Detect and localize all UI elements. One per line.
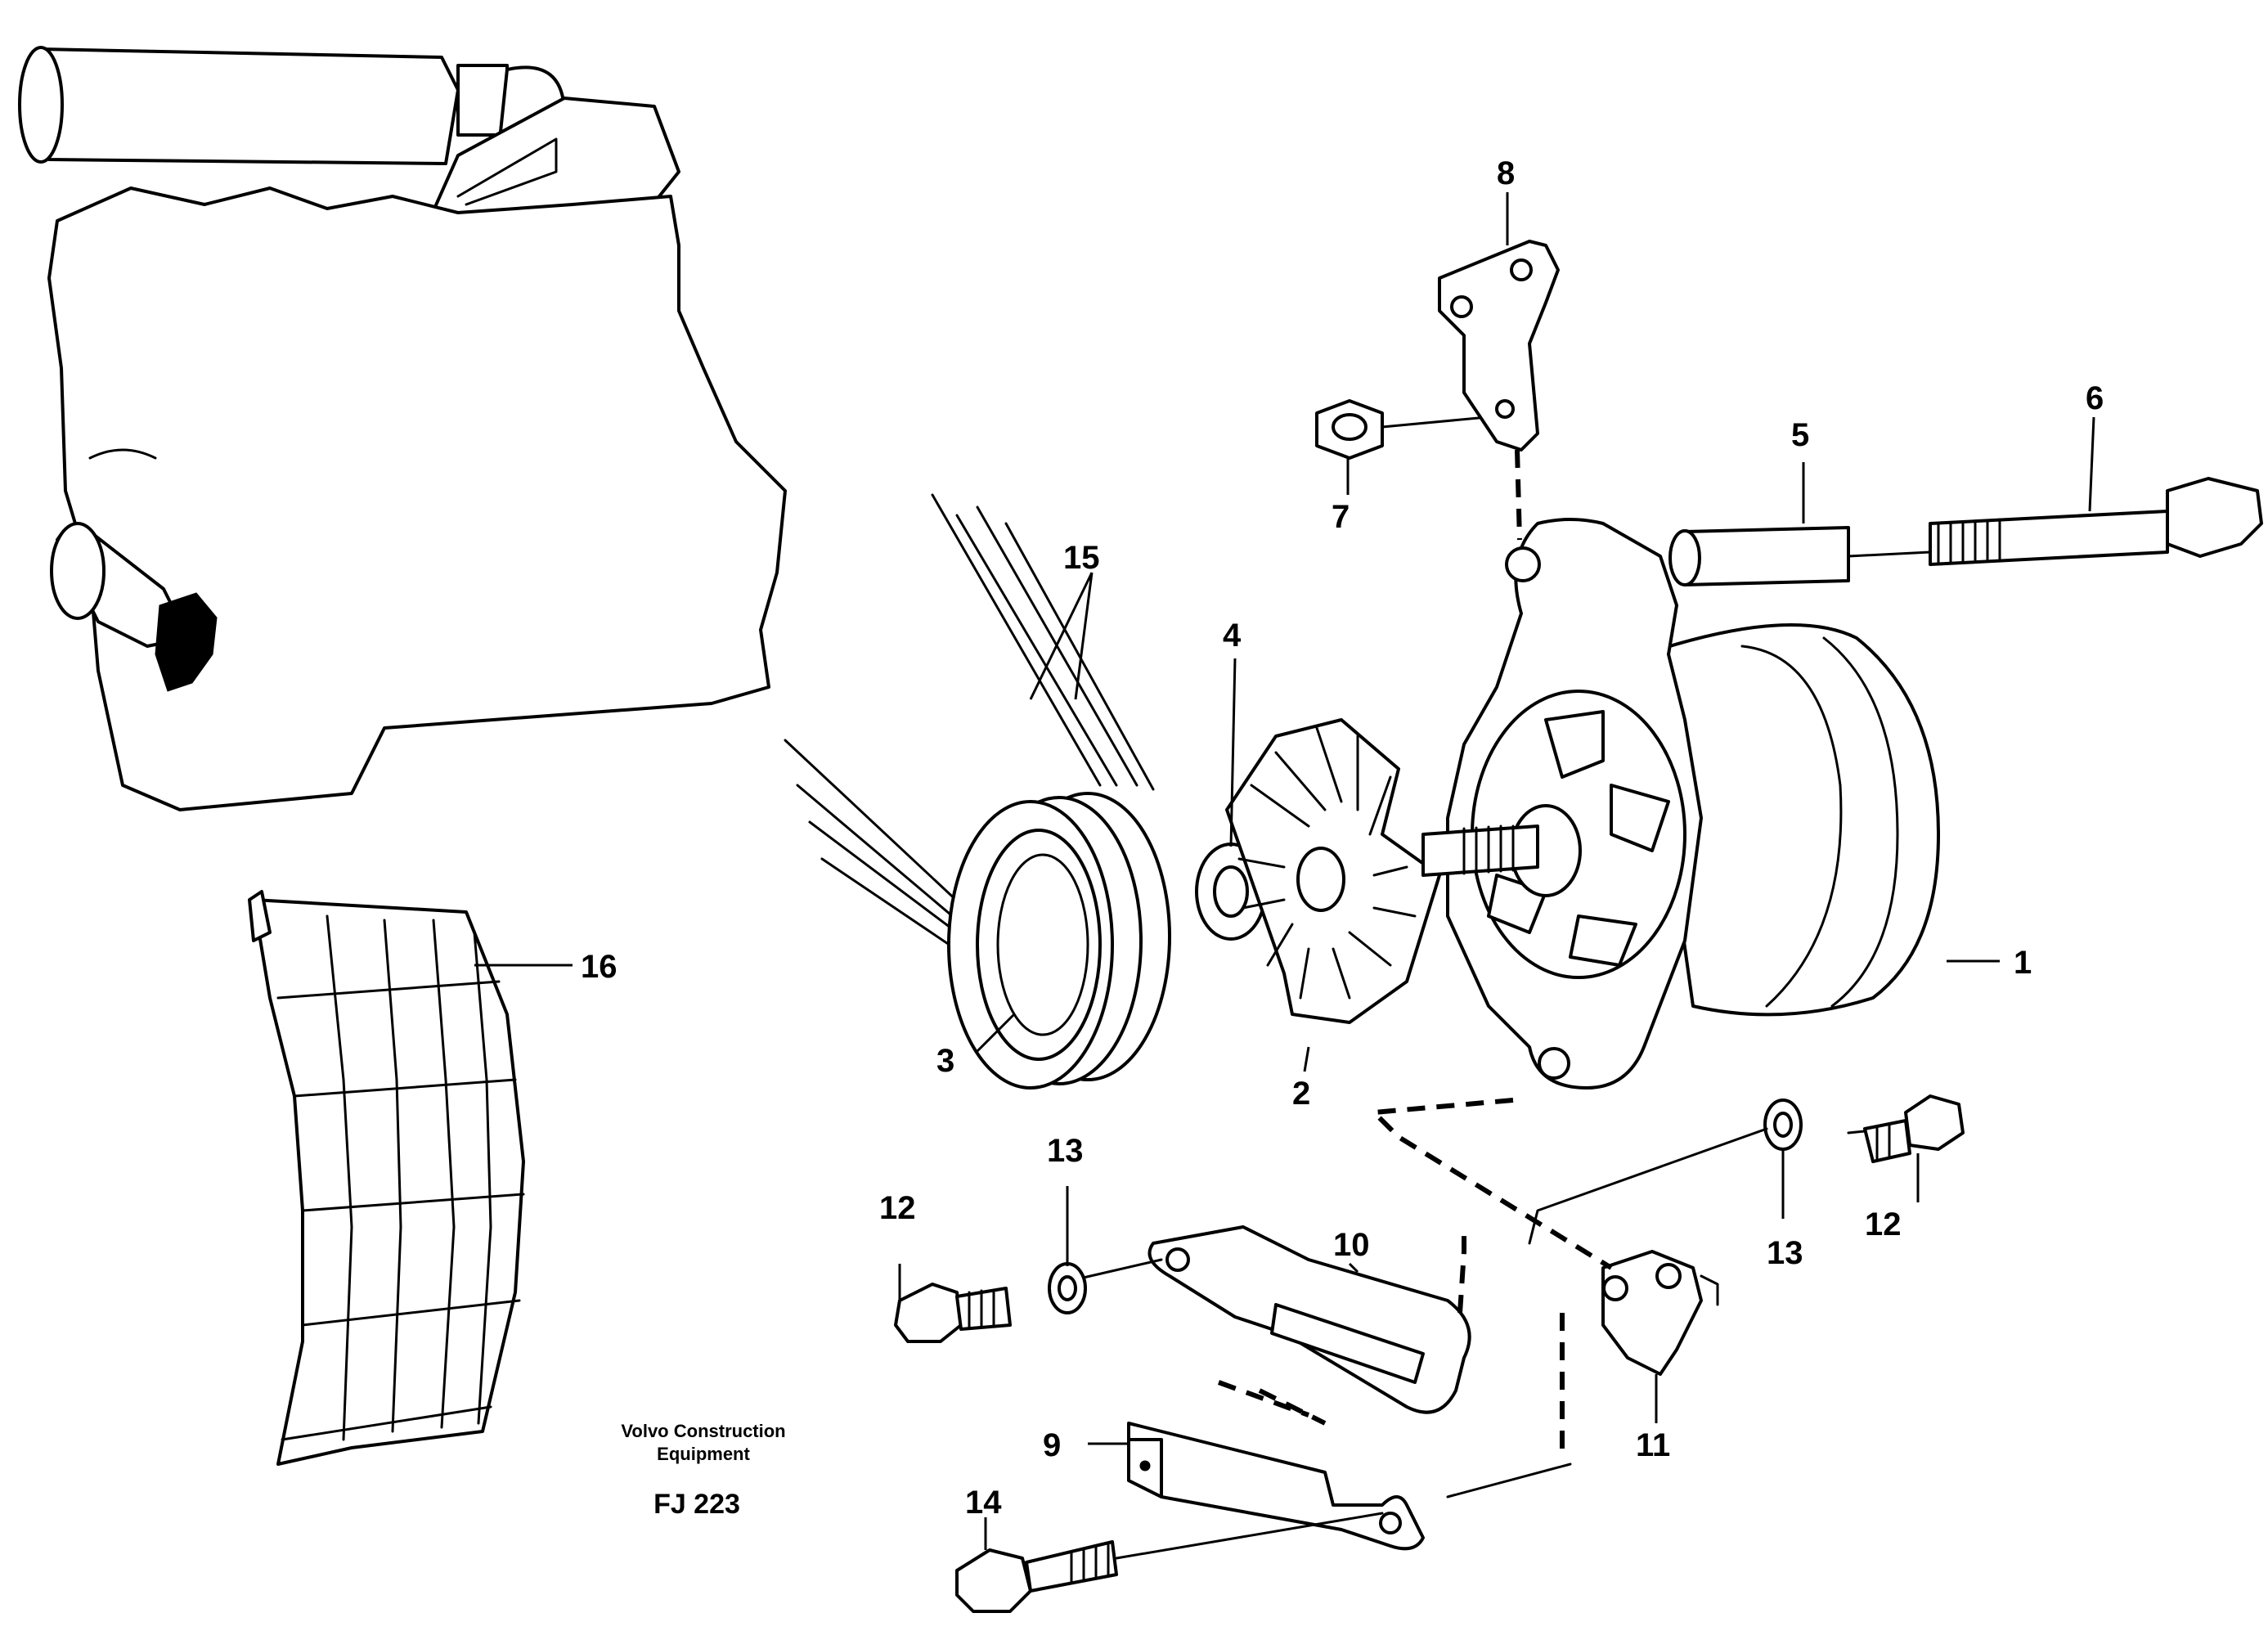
assembly-dash-lines [1368, 1098, 1613, 1498]
callout-5: 5 [1791, 417, 1809, 453]
brand-line-2: Equipment [657, 1444, 750, 1464]
callout-10: 10 [1333, 1227, 1370, 1263]
callout-11: 11 [1636, 1427, 1670, 1463]
callout-16: 16 [581, 949, 618, 985]
washer-right [1528, 1099, 1803, 1245]
tensioner-arm [1053, 1225, 1471, 1414]
engine-overview-illustration [18, 46, 787, 811]
figure-code: FJ 223 [653, 1489, 740, 1520]
callout-7: 7 [1332, 499, 1350, 535]
alternator [1421, 518, 1940, 1090]
callout-3: 3 [936, 1043, 954, 1079]
screw-left [894, 1283, 1012, 1343]
callout-6: 6 [2086, 380, 2104, 416]
screw-right [1847, 1094, 1965, 1163]
callout-4: 4 [1223, 618, 1242, 654]
protective-grille [248, 890, 525, 1466]
upper-bracket [1438, 240, 1560, 541]
callout-1: 1 [2014, 945, 2032, 981]
washer-left [1048, 1262, 1087, 1314]
lower-bracket [1127, 1380, 1425, 1551]
cooling-fan [1225, 718, 1441, 1024]
long-screw [955, 1512, 1384, 1613]
callout-12a: 12 [879, 1190, 916, 1226]
callout-13b: 13 [1767, 1235, 1803, 1271]
clip-bracket [1601, 1250, 1719, 1376]
callout-labels: 1 2 3 4 5 6 7 8 9 10 11 12 12 13 13 14 1… [581, 155, 2104, 1521]
pulley [947, 792, 1171, 1090]
brand-line-1: Volvo Construction [621, 1421, 785, 1441]
callout-15: 15 [1063, 540, 1100, 576]
callout-2: 2 [1292, 1076, 1310, 1112]
callout-12b: 12 [1865, 1206, 1902, 1242]
callout-13a: 13 [1047, 1133, 1084, 1169]
callout-8: 8 [1497, 155, 1515, 191]
callout-9: 9 [1043, 1427, 1061, 1463]
leader-lines [474, 192, 2095, 1550]
spacer-sleeve [1668, 526, 1850, 586]
mounting-bolt-long [1847, 477, 2263, 566]
callout-14: 14 [965, 1485, 1002, 1521]
footer: Volvo Construction Equipment FJ 223 [621, 1421, 785, 1520]
